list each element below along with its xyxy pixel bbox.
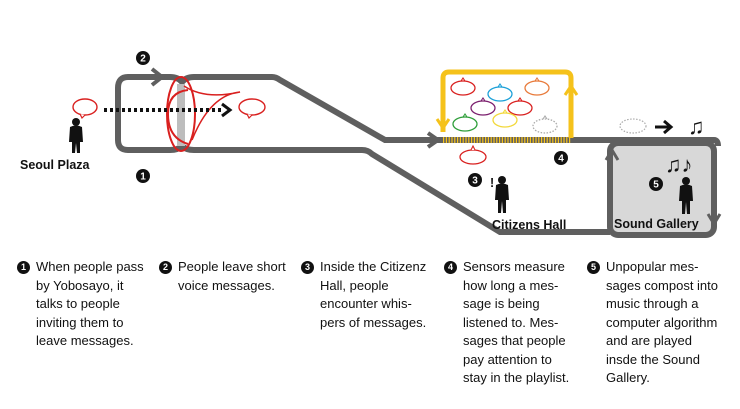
citizens-hall-label: Citizens Hall (492, 218, 566, 232)
caption-text: Inside the Citizenz Hall, people encount… (320, 259, 427, 330)
caption-step-2: 2 People leave short voice messages. (159, 258, 286, 295)
yobosayo-horn (183, 85, 241, 141)
playlist-loop (440, 69, 574, 138)
step-marker-2: 2 (136, 51, 150, 65)
yobosayo-diagram: ! ♫ ♫♪ Seoul Plaza Citizens Hall Sound G… (20, 51, 722, 238)
caption-text: Unpopular mes- sages compost into music … (606, 259, 719, 385)
sound-gallery-label: Sound Gallery (614, 217, 699, 231)
playlist-up-arrow-icon (563, 83, 579, 96)
playlist-bubble-icon (470, 97, 496, 116)
loop-arrow-icon (150, 67, 166, 87)
music-notes-icon: ♫♪ (665, 152, 693, 177)
speech-bubble-icon (459, 144, 487, 165)
caption-step-1: 1 When people pass by Yobosayo, it talks… (17, 258, 144, 351)
exclamation-mark: ! (490, 176, 494, 190)
speech-bubble-icon (72, 98, 98, 120)
step-marker-5: 5 (649, 177, 663, 191)
playlist-bubble-icon (507, 97, 533, 116)
playlist-bubbles (450, 77, 558, 134)
step-badge: 5 (587, 261, 600, 274)
playlist-bubble-icon (487, 83, 513, 102)
svg-text:5: 5 (653, 180, 659, 191)
step-marker-3: 3 (468, 173, 482, 187)
message-flow-arrow-icon (221, 102, 233, 118)
faded-bubble-icon (619, 118, 647, 134)
upper-path (169, 74, 721, 147)
playlist-bubble-icon (492, 109, 518, 128)
caption-step-5: 5 Unpopular mes- sages compost into musi… (587, 258, 719, 388)
caption-step-3: 3 Inside the Citizenz Hall, people encou… (301, 258, 427, 332)
speech-bubble-icon (238, 98, 266, 120)
caption-text: Sensors measure how long a mes- sage is … (463, 259, 570, 385)
playlist-bubble-icon (452, 113, 478, 132)
yobosayo-ring-inner (166, 89, 189, 145)
person-icon (495, 176, 509, 213)
playlist-bubble-icon (532, 115, 558, 134)
person-icon (69, 118, 83, 153)
caption-text: People leave short voice messages. (178, 259, 286, 293)
step-badge: 2 (159, 261, 172, 274)
lower-path (169, 141, 610, 235)
step-marker-1: 1 (136, 169, 150, 183)
yobosayo-post (177, 84, 185, 146)
path-arrow-icon (426, 131, 442, 149)
entry-loop-path (115, 74, 170, 153)
playlist-bubble-icon (450, 77, 476, 96)
gallery-down-arrow-icon (706, 213, 722, 227)
step-badge: 3 (301, 261, 314, 274)
gallery-up-arrow-icon (604, 147, 620, 161)
svg-text:1: 1 (140, 172, 146, 183)
step-badge: 1 (17, 261, 30, 274)
svg-text:4: 4 (558, 154, 564, 165)
seoul-plaza-label: Seoul Plaza (20, 158, 91, 172)
svg-text:3: 3 (472, 176, 478, 187)
person-icon (679, 177, 693, 214)
playlist-bubble-icon (524, 77, 550, 96)
svg-text:2: 2 (140, 54, 146, 65)
step-badge: 4 (444, 261, 457, 274)
step-marker-4: 4 (554, 151, 568, 165)
caption-step-4: 4 Sensors measure how long a mes- sage i… (444, 258, 570, 388)
right-arrow-icon (655, 119, 674, 135)
caption-text: When people pass by Yobosayo, it talks t… (36, 259, 144, 348)
playlist-down-arrow-icon (435, 118, 451, 131)
music-note-icon: ♫ (688, 114, 705, 139)
